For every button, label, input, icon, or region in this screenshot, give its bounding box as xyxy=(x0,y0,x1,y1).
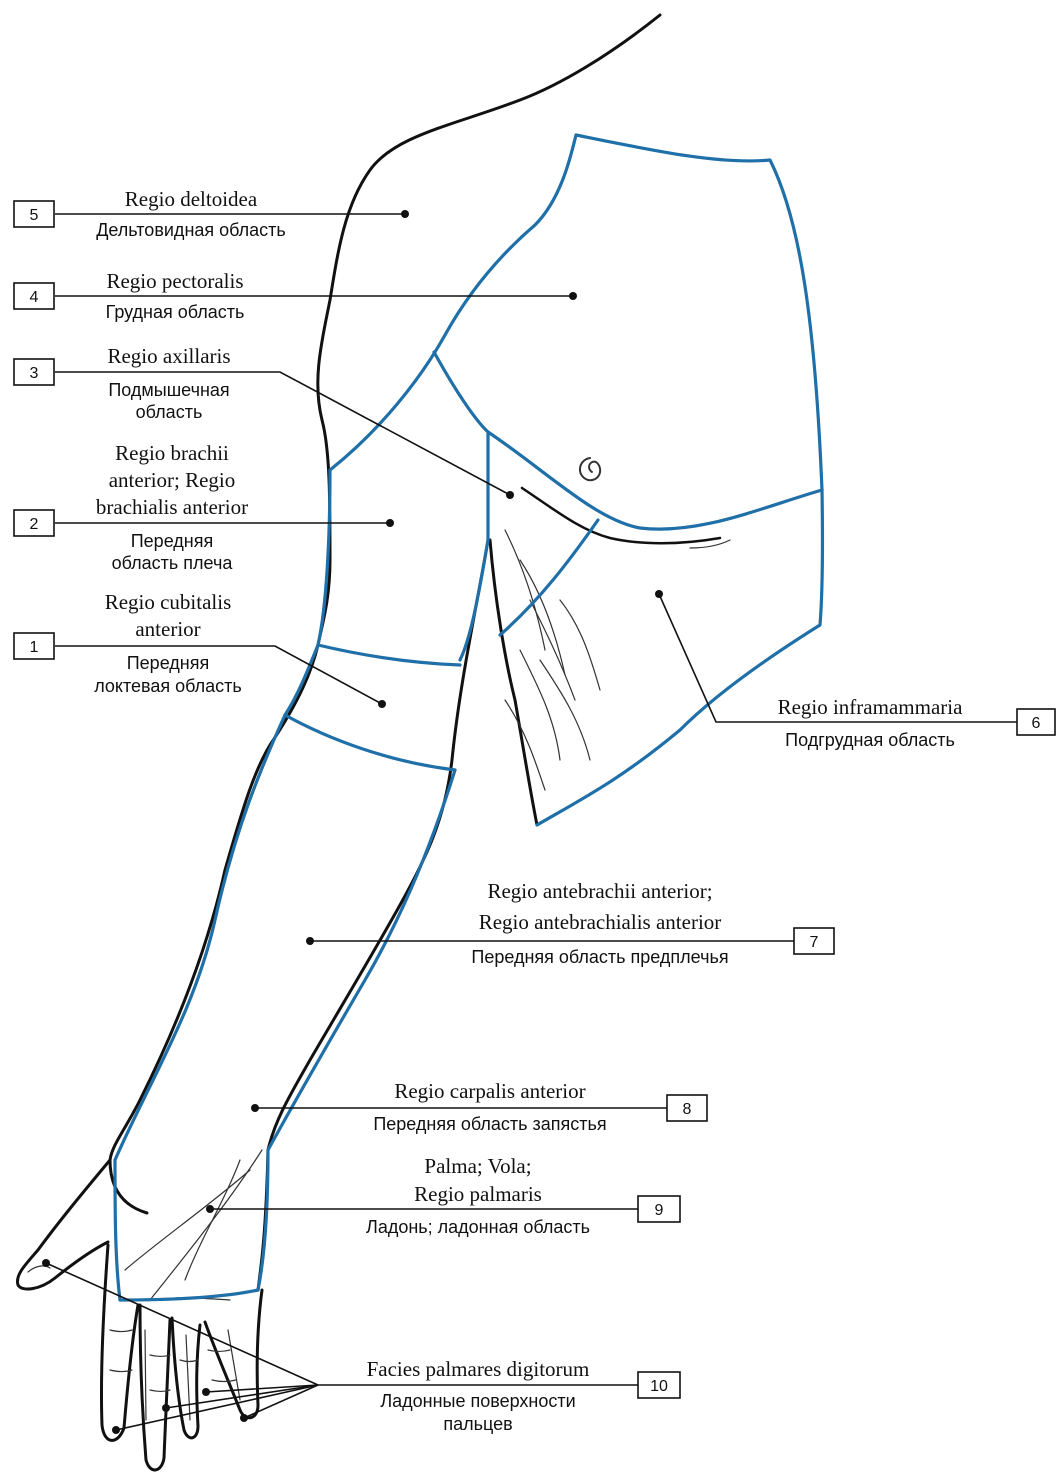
russian-label-8: Передняя область запястья xyxy=(373,1114,606,1134)
latin-label-2c: brachialis anterior xyxy=(96,495,248,519)
latin-label-10: Facies palmares digitorum xyxy=(367,1357,590,1381)
latin-label-7a: Regio antebrachii anterior; xyxy=(487,879,712,903)
russian-label-2a: Передняя xyxy=(131,531,214,551)
russian-label-1a: Передняя xyxy=(127,653,210,673)
number-1: 1 xyxy=(30,639,39,656)
latin-label-8: Regio carpalis anterior xyxy=(394,1079,585,1103)
label-group-1: 1 Regio cubitalis anterior Передняя локт… xyxy=(14,590,242,696)
number-4: 4 xyxy=(30,289,39,306)
russian-label-5: Дельтовидная область xyxy=(96,220,286,240)
russian-label-4: Грудная область xyxy=(106,302,245,322)
russian-label-6: Подгрудная область xyxy=(785,730,955,750)
number-3: 3 xyxy=(30,365,39,382)
number-6: 6 xyxy=(1032,715,1041,732)
russian-label-3a: Подмышечная xyxy=(108,380,229,400)
russian-label-10b: пальцев xyxy=(443,1414,512,1434)
number-7: 7 xyxy=(810,934,819,951)
label-group-8: 8 Regio carpalis anterior Передняя облас… xyxy=(373,1079,707,1134)
latin-label-2b: anterior; Regio xyxy=(109,468,236,492)
label-group-3: 3 Regio axillaris Подмышечная область xyxy=(14,344,231,422)
label-group-10: 10 Facies palmares digitorum Ладонные по… xyxy=(367,1357,680,1434)
label-group-7: 7 Regio antebrachii anterior; Regio ante… xyxy=(471,879,834,967)
number-5: 5 xyxy=(30,207,39,224)
label-group-9: 9 Palma; Vola; Regio palmaris Ладонь; ла… xyxy=(366,1154,680,1237)
latin-label-1a: Regio cubitalis xyxy=(105,590,232,614)
russian-label-1b: локтевая область xyxy=(94,676,242,696)
russian-label-2b: область плеча xyxy=(112,553,234,573)
latin-label-6: Regio inframammaria xyxy=(778,695,964,719)
number-9: 9 xyxy=(655,1202,664,1219)
latin-label-9b: Regio palmaris xyxy=(414,1182,542,1206)
number-2: 2 xyxy=(30,516,39,533)
russian-label-10a: Ладонные поверхности xyxy=(380,1391,575,1411)
russian-label-3b: область xyxy=(136,402,203,422)
latin-label-7b: Regio antebrachialis anterior xyxy=(479,910,722,934)
number-10: 10 xyxy=(650,1378,668,1395)
number-8: 8 xyxy=(683,1101,692,1118)
latin-label-2a: Regio brachii xyxy=(115,441,229,465)
latin-label-1b: anterior xyxy=(135,617,200,641)
latin-label-3: Regio axillaris xyxy=(107,344,230,368)
russian-label-7: Передняя область предплечья xyxy=(471,947,728,967)
latin-label-5: Regio deltoidea xyxy=(125,187,258,211)
russian-label-9: Ладонь; ладонная область xyxy=(366,1217,590,1237)
latin-label-9a: Palma; Vola; xyxy=(424,1154,531,1178)
latin-label-4: Regio pectoralis xyxy=(106,269,243,293)
label-group-2: 2 Regio brachii anterior; Regio brachial… xyxy=(14,441,248,573)
